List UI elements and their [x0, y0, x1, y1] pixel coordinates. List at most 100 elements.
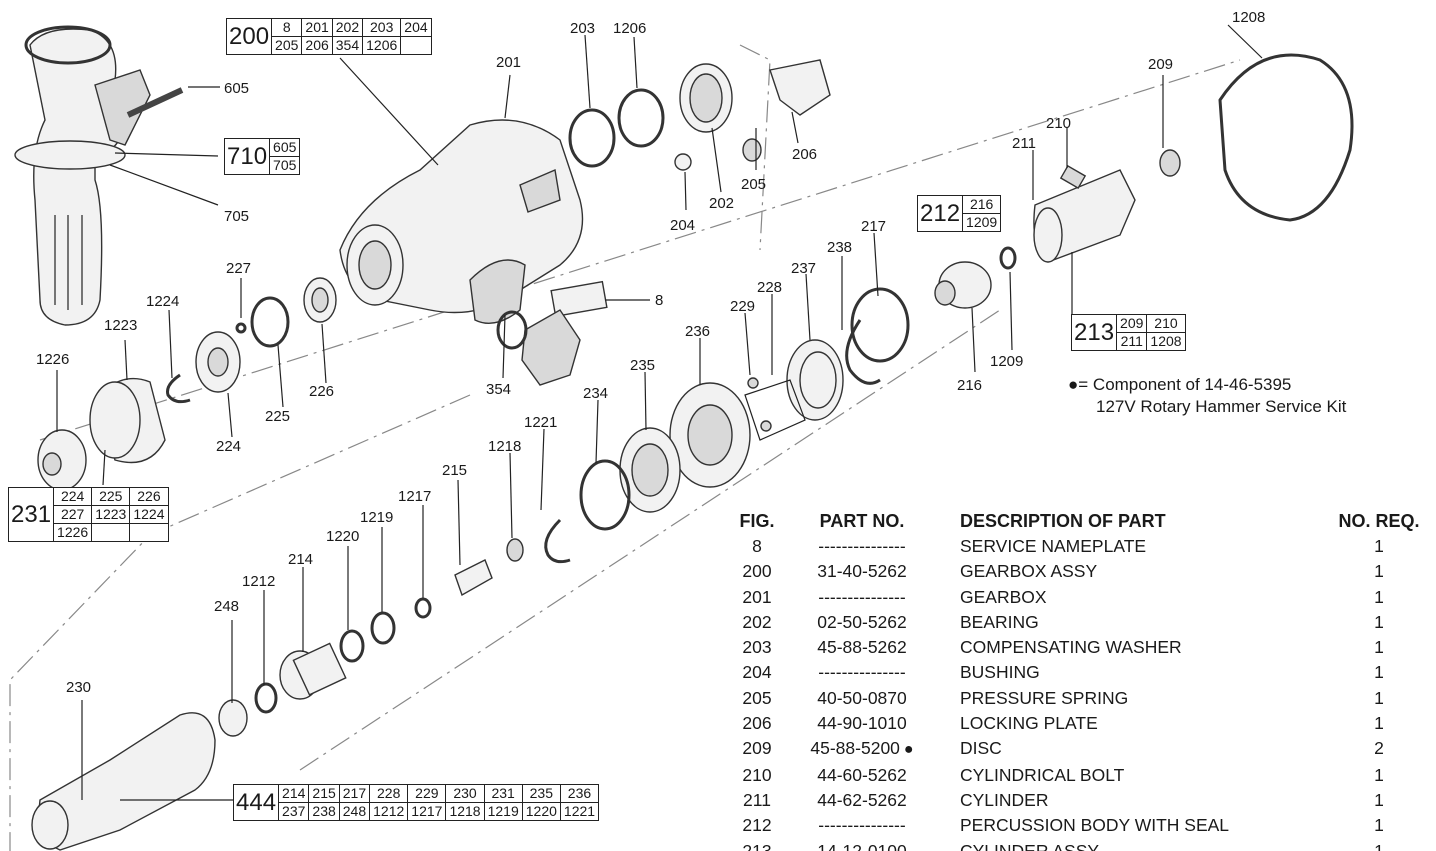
kit-231-item: 226	[129, 487, 169, 506]
kit-231-item: 224	[53, 487, 93, 506]
callout-204: 204	[670, 217, 695, 234]
part-description: COMPENSATING WASHER	[960, 637, 1182, 658]
part-description: BUSHING	[960, 662, 1040, 683]
kit-444-item: 235	[521, 784, 561, 803]
kit-box-444: 444 214 215 217 228 229 230 231 235 236 …	[232, 784, 600, 821]
part-number: ---------------	[818, 586, 906, 607]
kit-444-item: 238	[308, 802, 340, 821]
callout-206: 206	[792, 146, 817, 163]
kit-213-item: 210	[1146, 314, 1186, 333]
part-number-cell: 44-62-5262	[786, 788, 938, 813]
part-number-cell: 45-88-5200●	[786, 736, 938, 762]
callout-230: 230	[66, 679, 91, 696]
part-fig: 209	[742, 738, 772, 759]
part-description: CYLINDER	[960, 789, 1049, 810]
part-number-cell: ---------------	[786, 534, 938, 559]
part-number: 45-88-5200	[810, 738, 900, 759]
part-fig: 206	[742, 713, 772, 734]
callout-202: 202	[709, 195, 734, 212]
part-fig: 205	[742, 687, 772, 708]
parts-list-header: FIG. PART NO. DESCRIPTION OF PART NO. RE…	[728, 508, 1436, 534]
header-part-no: PART NO.	[819, 511, 905, 531]
part-quantity: 1	[1374, 764, 1384, 785]
part-description: SERVICE NAMEPLATE	[960, 536, 1147, 556]
kit-box-212: 212 216 1209	[916, 195, 1002, 232]
part-description: GEARBOX ASSY	[960, 561, 1098, 582]
callout-217: 217	[861, 218, 886, 235]
kit-200-id: 200	[225, 18, 273, 55]
part-number-cell: ---------------	[786, 660, 938, 685]
kit-212-item: 1209	[962, 213, 1002, 232]
callout-215: 215	[442, 462, 467, 479]
kit-212-id: 212	[916, 195, 964, 232]
kit-231-item: 1226	[53, 523, 93, 542]
callout-605: 605	[224, 80, 249, 97]
legend-line-2: 127V Rotary Hammer Service Kit	[1096, 397, 1347, 416]
callout-226: 226	[309, 383, 334, 400]
part-quantity: 1	[1374, 789, 1384, 810]
kit-213-item: 209	[1116, 314, 1148, 333]
part-number-cell: 14-12-0100	[786, 839, 938, 851]
part-description: CYLINDER ASSY	[960, 840, 1100, 851]
part-quantity: 1	[1374, 840, 1384, 851]
kit-444-item: 230	[445, 784, 485, 803]
kit-213-item: 1208	[1146, 332, 1186, 351]
callout-225: 225	[265, 408, 290, 425]
callout-248: 248	[214, 598, 239, 615]
callout-210: 210	[1046, 115, 1071, 132]
kit-213-id: 213	[1070, 314, 1118, 351]
part-fig: 200	[742, 561, 772, 582]
part-fig: 203	[742, 637, 772, 658]
callout-1219: 1219	[360, 509, 393, 526]
part-description: DISC	[960, 738, 1002, 759]
top-washers-drawing	[568, 59, 831, 171]
part-number: 31-40-5262	[817, 561, 907, 582]
part-description: BEARING	[960, 611, 1039, 632]
part-number-cell: ---------------	[786, 813, 938, 838]
callout-201: 201	[496, 54, 521, 71]
callout-1209: 1209	[990, 353, 1023, 370]
part-fig: 201	[742, 586, 772, 607]
callout-235: 235	[630, 357, 655, 374]
kit-231-id: 231	[7, 487, 55, 542]
kit-200-item: 204	[400, 18, 432, 37]
part-quantity: 1	[1374, 687, 1384, 708]
kit-444-item: 248	[338, 802, 371, 821]
service-kit-dot-icon: ●	[903, 741, 914, 759]
part-fig: 213	[742, 840, 772, 851]
header-fig: FIG.	[739, 511, 775, 531]
callout-1226: 1226	[36, 351, 69, 368]
part-number: ---------------	[818, 815, 906, 836]
callout-705: 705	[224, 208, 249, 225]
callout-1217: 1217	[398, 488, 431, 505]
kit-200-item	[400, 36, 432, 55]
part-fig: 210	[742, 764, 772, 785]
kit-200-item: 206	[301, 36, 333, 55]
part-quantity: 1	[1374, 611, 1384, 632]
kit-444-item: 229	[407, 784, 447, 803]
header-description: DESCRIPTION OF PART	[960, 511, 1166, 531]
kit-444-id: 444	[232, 784, 280, 821]
part-number: ---------------	[818, 662, 906, 683]
parts-row: 212---------------PERCUSSION BODY WITH S…	[728, 813, 1436, 838]
kit-box-710: 710 605 705	[223, 138, 301, 175]
callout-1223: 1223	[104, 317, 137, 334]
part-quantity: 1	[1374, 713, 1384, 734]
side-handle-drawing	[14, 25, 184, 326]
kit-444-item: 1212	[369, 802, 409, 821]
kit-231-item	[91, 523, 131, 542]
kit-200-item: 1206	[362, 36, 402, 55]
kit-444-item: 1217	[407, 802, 447, 821]
kit-710-id: 710	[223, 138, 271, 175]
kit-444-item: 215	[308, 784, 340, 803]
kit-444-item: 217	[338, 784, 371, 803]
parts-list-table: FIG. PART NO. DESCRIPTION OF PART NO. RE…	[728, 508, 1436, 851]
callout-205: 205	[741, 176, 766, 193]
kit-212-item: 216	[962, 195, 1002, 214]
